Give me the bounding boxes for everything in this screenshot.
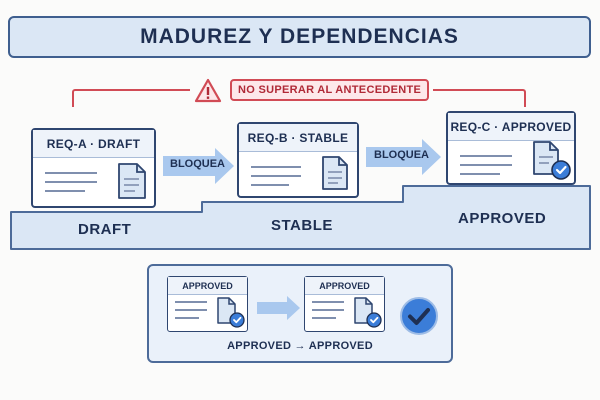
requirement-card-req-c: REQ-C · APPROVED: [446, 111, 576, 185]
card-header: APPROVED: [168, 277, 247, 295]
example-card-right: APPROVED: [304, 276, 385, 332]
approved-document-icon: [217, 297, 245, 328]
valid-check-icon: [400, 297, 438, 335]
text-placeholder-lines: [312, 301, 344, 325]
requirement-card-req-b: REQ-B · STABLE: [237, 122, 359, 198]
blocks-arrow-label: BLOQUEA: [170, 158, 225, 170]
page-title: MADUREZ Y DEPENDENCIAS: [8, 16, 591, 58]
card-header: REQ-B · STABLE: [239, 124, 357, 152]
maturity-staircase: [10, 185, 591, 250]
text-placeholder-lines: [45, 172, 97, 199]
approved-document-icon: [354, 297, 382, 328]
blocks-arrow-label: BLOQUEA: [374, 149, 429, 161]
card-header: APPROVED: [305, 277, 384, 295]
blocks-arrow: [366, 139, 441, 175]
warning-callout: NO SUPERAR AL ANTECEDENTE: [190, 76, 434, 104]
stage-label-draft: DRAFT: [78, 221, 132, 238]
text-placeholder-lines: [251, 166, 301, 193]
text-placeholder-lines: [460, 155, 512, 182]
card-header: REQ-A · DRAFT: [33, 130, 154, 158]
text-placeholder-lines: [175, 301, 207, 325]
requirement-card-req-a: REQ-A · DRAFT: [31, 128, 156, 208]
example-card-left: APPROVED: [167, 276, 248, 332]
stage-label-stable: STABLE: [271, 217, 333, 234]
blocks-arrow: [163, 148, 234, 184]
document-icon: [118, 163, 146, 199]
transition-caption: APPROVED → APPROVED: [227, 340, 373, 352]
document-icon: [322, 156, 348, 190]
warning-label: NO SUPERAR AL ANTECEDENTE: [230, 79, 430, 101]
approved-document-icon: [533, 141, 571, 180]
warning-icon: [194, 78, 222, 102]
stage-label-approved: APPROVED: [458, 210, 547, 227]
card-header: REQ-C · APPROVED: [448, 113, 574, 141]
valid-transition-example: APPROVED APPROVED: [147, 264, 453, 363]
transition-arrow: [257, 296, 300, 320]
